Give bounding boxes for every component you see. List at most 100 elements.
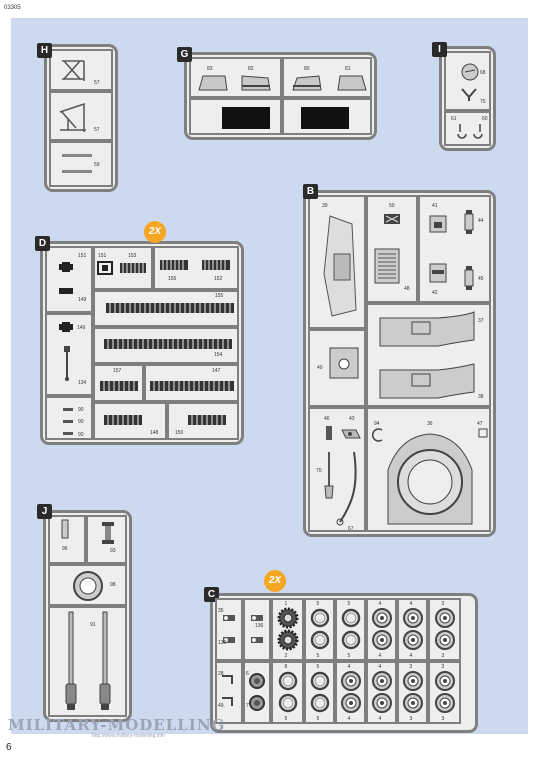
part-number: 81 [345,66,351,72]
part-b67-cable [336,451,357,526]
part-ring-graphic [310,630,329,650]
part-number: 4 [378,716,382,722]
part-j96-sight [61,519,69,539]
part-number: 44 [478,218,484,224]
part-b38-fender [379,363,475,399]
sprue-j-cell [48,606,127,717]
part-h59-rod [62,154,92,173]
part-number: 57 [94,127,100,133]
part-ring-graphic [310,671,329,691]
sprue-c-cell [271,661,304,724]
part-number: 3 [409,664,413,670]
sprue-d-cell [45,396,93,440]
part-j91-gun-barrel [65,611,77,710]
part-d148-track [104,415,142,425]
part-number: 60 [482,116,488,122]
part-h57-bracket [62,60,85,81]
part-ring-graphic [278,671,297,691]
part-ring-graphic [310,693,329,713]
part-number: 41 [432,203,438,209]
part-d149-link [59,322,73,332]
part-number: 49 [218,703,224,709]
sprue-c-cell [428,598,461,661]
part-d149-link [59,288,73,294]
part-number: 7 [246,703,249,709]
sprue-c-cell [243,661,271,724]
part-wheel-graphic [402,671,423,691]
part-number: 4 [378,664,382,670]
part-number: 96 [62,546,68,552]
part-number: 4 [378,653,382,659]
part-d134-tool [64,346,70,381]
part-j93-mount [102,522,114,544]
part-number: 136 [255,623,264,629]
part-number: 3 [441,716,445,722]
part-number: 3 [441,653,445,659]
sprue-c-cell [243,598,271,661]
sprue-i-badge: I [432,42,447,57]
sprue-i-cell-1 [444,51,491,111]
part-d151-link [59,262,73,272]
part-number: 39 [322,203,328,209]
part-hub-graphic [249,673,265,689]
part-wheel-graphic [434,671,455,691]
part-j91-gun-barrel [99,611,111,710]
part-number: 148 [150,430,159,436]
part-b50-grille [384,214,400,224]
part-b37-fender [379,311,475,347]
part-d157-track [100,381,138,391]
part-number: 156 [168,276,177,282]
part-number: 91 [90,622,96,628]
part-small-graphic [223,615,235,621]
sprue-d-badge: D [35,236,50,251]
part-number: 149 [77,325,86,331]
part-small-graphic [223,637,235,643]
part-number: 43 [349,416,355,422]
part-number: 157 [113,368,122,374]
sprue-b-cell [418,195,491,303]
part-number: 4 [378,601,382,607]
part-number: 68 [480,70,486,76]
part-b41-bracket [429,215,447,233]
part-b94-clip [372,428,383,442]
part-wheel-graphic [402,693,423,713]
part-d147-track [150,381,234,391]
part-i61-hook [457,124,467,139]
part-small2-graphic [251,637,263,643]
part-number: 59 [94,162,100,168]
part-i60-hook [473,124,483,139]
part-number: 4 [347,664,351,670]
part-d90-pin [63,408,73,435]
part-wheel-graphic [371,671,392,691]
part-small2-graphic [251,615,263,621]
part-b45-cylinder [464,266,474,290]
part-number: 35 [218,608,224,614]
part-hook-graphic [222,675,233,684]
part-number: 5 [316,716,320,722]
part-number: 3 [441,664,445,670]
part-number: 8 [284,664,288,670]
part-number: 40 [317,365,323,371]
part-b47-clip [478,428,488,438]
part-d151-track-small [97,261,113,275]
part-number: 4 [409,653,413,659]
part-b39-hull-plate [323,215,357,317]
part-number: 151 [98,253,107,259]
part-ring-graphic [341,630,360,650]
part-number: 50 [389,203,395,209]
part-i68-disc [461,63,479,81]
part-number: 3 [441,601,445,607]
part-number: 75 [480,99,486,105]
part-h57-bracket [59,102,86,132]
sprue-c-cell [215,598,243,661]
part-number: 90 [78,407,84,413]
part-number: 37 [478,318,484,324]
part-b70-shovel [324,452,334,499]
part-g82 [241,75,271,91]
quantity-2x-badge: 2X [144,221,166,243]
sprue-d-cell [45,246,93,313]
sprue-c-cell [215,661,243,724]
sprue-h-badge: H [37,43,52,58]
part-d156-track [160,260,188,270]
